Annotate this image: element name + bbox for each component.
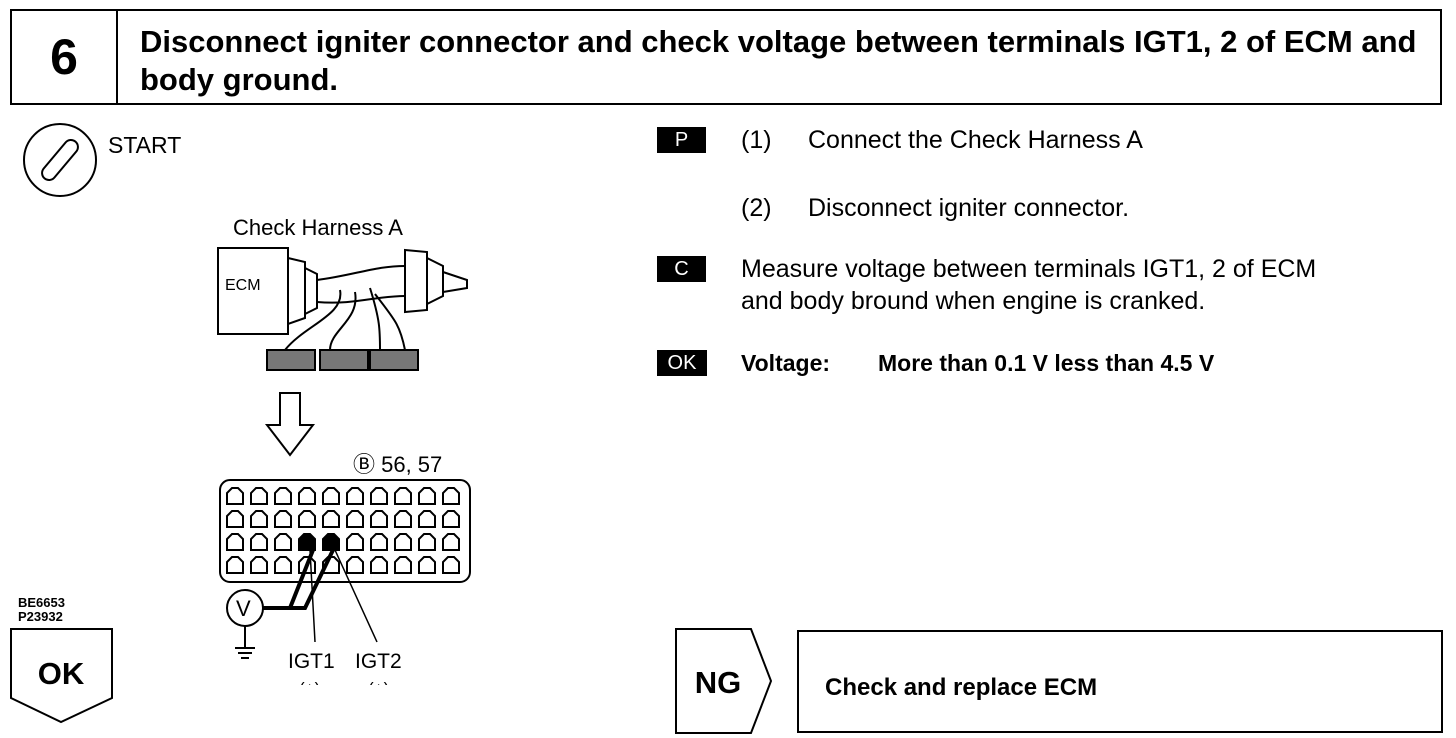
ok-spec-value: More than 0.1 V less than 4.5 V: [878, 350, 1215, 376]
terminal-igt2-label: IGT2: [355, 650, 402, 673]
prep-item-number: (2): [741, 194, 772, 222]
connector-pin: [226, 487, 244, 505]
connector-pin: [346, 556, 364, 574]
check-badge: C: [657, 256, 706, 282]
connector-pin: [418, 556, 436, 574]
connector-pin: [394, 487, 412, 505]
connector-label: Ⓑ 56, 57: [353, 452, 442, 477]
connector-pin: [370, 510, 388, 528]
ecm-box: [217, 247, 289, 335]
down-arrow-icon: [264, 392, 316, 457]
connector-pin: [274, 533, 292, 551]
connector-pin: [346, 533, 364, 551]
connector-pins: [226, 487, 460, 574]
ok-label: OK: [37, 656, 85, 691]
connector-pin: [442, 533, 460, 551]
connector-pin-active: [298, 533, 316, 551]
prep-badge: P: [657, 127, 706, 153]
prep-item-text: Connect the Check Harness A: [808, 126, 1143, 154]
connector-pin: [250, 556, 268, 574]
ok-badge: OK: [657, 350, 707, 376]
ng-label: NG: [694, 665, 742, 700]
connector-pin: [418, 510, 436, 528]
terminal-igt1-polarity: (+): [299, 679, 320, 685]
terminal-igt2-polarity: (+): [368, 679, 389, 685]
connector-pin: [418, 533, 436, 551]
figure-code: BE6653: [18, 595, 65, 610]
ecm-label: ECM: [225, 277, 261, 294]
prep-item-number: (1): [741, 126, 772, 154]
start-label: START: [108, 132, 182, 158]
ok-spec-label: Voltage:: [741, 350, 831, 376]
check-text-line1: Measure voltage between terminals IGT1, …: [741, 255, 1317, 283]
connector-pin: [226, 556, 244, 574]
step-title: Disconnect igniter connector and check v…: [140, 24, 1417, 97]
check-text-line2: and body bround when engine is cranked.: [741, 287, 1206, 315]
voltmeter-symbol: V: [236, 596, 251, 621]
step-number: 6: [12, 11, 118, 103]
ng-action-text: Check and replace ECM: [825, 674, 1098, 701]
connector-pin: [370, 487, 388, 505]
connector-pin-active: [322, 533, 340, 551]
step-header: 6 Disconnect igniter connector and check…: [10, 9, 1442, 105]
connector-pin: [394, 556, 412, 574]
connector-pin: [442, 487, 460, 505]
connector-pin: [442, 556, 460, 574]
connector-pin: [226, 510, 244, 528]
connector-pin: [250, 487, 268, 505]
prep-item-text: Disconnect igniter connector.: [808, 194, 1130, 222]
start-icon: [23, 123, 97, 197]
connector-pin: [370, 533, 388, 551]
connector-pin: [322, 487, 340, 505]
connector-pin: [274, 510, 292, 528]
ng-action-box: Check and replace ECM: [797, 630, 1443, 733]
connector-pin: [370, 556, 388, 574]
terminal-igt1-label: IGT1: [288, 650, 335, 673]
connector-pin: [298, 487, 316, 505]
connector-pin: [442, 510, 460, 528]
connector-pin: [274, 556, 292, 574]
ng-result-marker: [675, 628, 773, 734]
connector-pin: [274, 487, 292, 505]
connector-pin: [226, 533, 244, 551]
connector-pin: [346, 510, 364, 528]
connector-pin: [394, 533, 412, 551]
connector-pin: [394, 510, 412, 528]
connector-pin: [322, 510, 340, 528]
connector-pin: [298, 510, 316, 528]
connector-pin: [250, 533, 268, 551]
ok-result-marker: [10, 628, 113, 724]
figure-code: P23932: [18, 609, 63, 624]
connector-pin: [250, 510, 268, 528]
harness-label: Check Harness A: [233, 215, 403, 240]
connector-pin: [418, 487, 436, 505]
check-harness-diagram: Check Harness A ECM Ⓑ 56, 57 V IGT1 (+) …: [217, 215, 471, 685]
connector-pin: [346, 487, 364, 505]
